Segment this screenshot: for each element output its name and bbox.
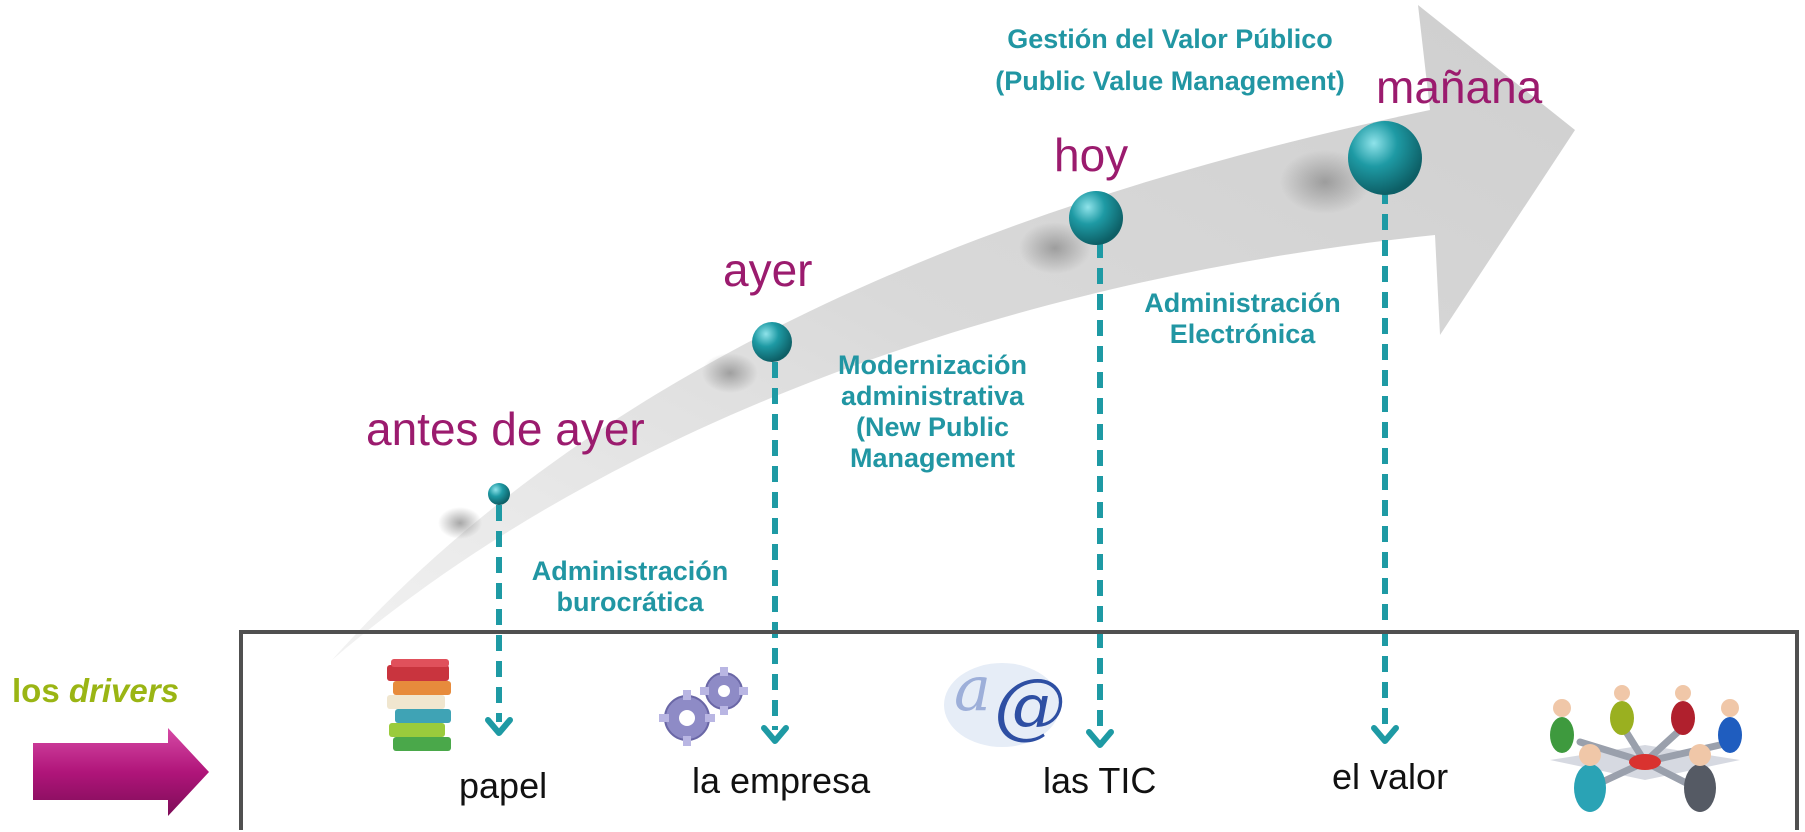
era-marker — [488, 483, 510, 505]
network-people-icon — [1550, 685, 1742, 812]
model-line: Administración — [531, 556, 729, 586]
model-line: Management — [849, 443, 1016, 473]
era-marker — [752, 322, 792, 362]
svg-text:a: a — [954, 652, 991, 725]
arrowhead-down — [761, 725, 789, 744]
shadow — [438, 507, 482, 539]
arrowhead-down — [1371, 725, 1399, 744]
shadow — [1019, 222, 1091, 274]
shadow — [1280, 150, 1370, 214]
era-label-ayer: ayer — [723, 244, 813, 296]
model-modernizacion: Modernización administrativa (New Public… — [815, 350, 1050, 474]
era-label-hoy: hoy — [1054, 129, 1129, 181]
driver-label-la-empresa: la empresa — [692, 760, 871, 801]
model-line: Administración — [1144, 288, 1341, 318]
era-label-antes-de-ayer: antes de ayer — [366, 403, 645, 455]
arrow-right-icon — [33, 728, 209, 816]
driver-label-el-valor: el valor — [1332, 756, 1449, 797]
arrowhead-down — [1086, 729, 1114, 748]
shadow — [702, 353, 758, 393]
model-line: burocrática — [556, 587, 704, 617]
model-line: Electrónica — [1169, 319, 1316, 349]
gears-icon — [659, 667, 748, 746]
era-label-manana: mañana — [1376, 61, 1543, 113]
driver-label-papel: papel — [459, 765, 548, 806]
model-line: (Public Value Management) — [995, 66, 1345, 96]
drivers-title-italic: drivers — [68, 672, 179, 709]
drivers-title-plain: los — [12, 672, 69, 709]
era-marker — [1069, 191, 1123, 245]
model-valor-publico: Gestión del Valor Público (Public Value … — [970, 18, 1370, 102]
model-burocratica: Administración burocrática — [520, 556, 740, 618]
model-line: (New Public — [855, 412, 1010, 442]
model-line: Gestión del Valor Público — [1007, 24, 1333, 54]
grey-arrow-body — [332, 5, 1575, 660]
model-electronica: Administración Electrónica — [1130, 288, 1355, 350]
era-marker — [1348, 121, 1422, 195]
svg-text:@: @ — [994, 663, 1066, 747]
arrowhead-down — [485, 717, 513, 736]
model-line: administrativa — [840, 381, 1025, 411]
at-sign-icon: a @ — [944, 652, 1066, 747]
drivers-box — [239, 630, 1799, 830]
books-icon — [387, 659, 451, 751]
model-line: Modernización — [837, 350, 1027, 380]
driver-label-las-tic: las TIC — [1043, 760, 1157, 801]
drivers-title: los drivers — [12, 672, 179, 710]
